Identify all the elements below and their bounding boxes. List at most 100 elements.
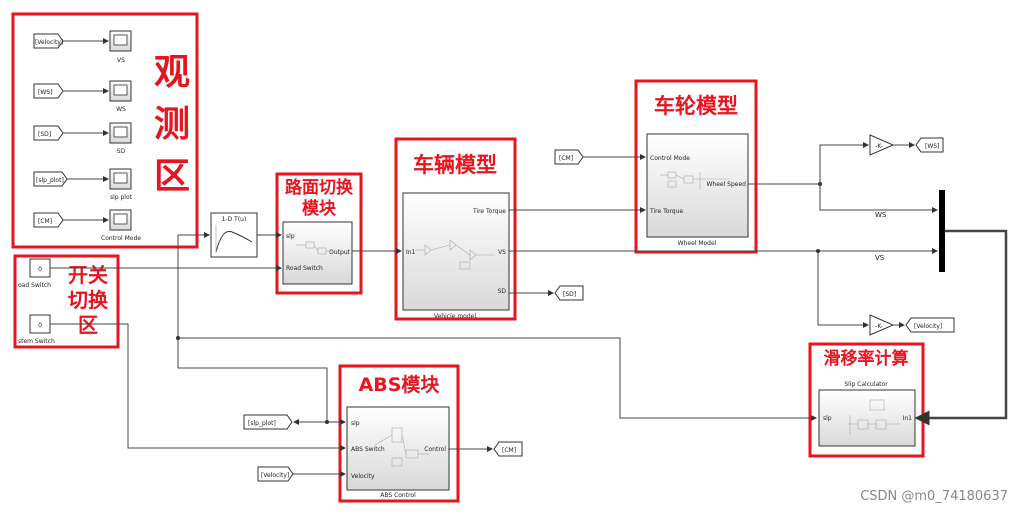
switch-annotation-3: 区 bbox=[78, 313, 98, 337]
signal-label-vs: VS bbox=[875, 254, 885, 262]
vehicle-model-area: 车辆模型 In1 Tire Torque VS SD Vehicle model bbox=[394, 137, 517, 321]
port-label: Wheel Speed bbox=[706, 181, 746, 188]
goto-velocity[interactable]: [Velocity] bbox=[905, 317, 955, 333]
scope-label: WS bbox=[116, 106, 126, 113]
wheel-annotation: 车轮模型 bbox=[654, 94, 738, 118]
from-tag-slp-plot[interactable] bbox=[33, 171, 68, 187]
scope-icon bbox=[113, 213, 128, 225]
subsystem-preview-icon bbox=[374, 427, 430, 467]
scope-icon bbox=[113, 172, 128, 184]
port-label: Control Mode bbox=[650, 155, 690, 162]
abs-control-subsystem[interactable] bbox=[346, 406, 450, 491]
road-switch-area: 路面切换 模块 slp Road Switch Output bbox=[275, 172, 363, 295]
observe-annotation-2: 测 bbox=[154, 104, 190, 145]
observe-row-velocity: [Velocity] VS bbox=[33, 30, 132, 64]
block-name: Wheel Model bbox=[678, 240, 717, 247]
port-label: In1 bbox=[903, 415, 913, 422]
observe-row-slp: [slp_plot] slp plot bbox=[33, 168, 133, 201]
mux-block[interactable] bbox=[939, 190, 945, 272]
from-cm-wheel[interactable]: [CM] bbox=[554, 149, 584, 165]
port-label: VS bbox=[498, 249, 506, 256]
abs-annotation: ABS模块 bbox=[359, 373, 441, 396]
slip-annotation: 滑移率计算 bbox=[824, 348, 909, 369]
goto-tag-label: [WS] bbox=[925, 143, 939, 150]
goto-tag-label: [SD] bbox=[563, 291, 576, 298]
scope-label: SD bbox=[117, 148, 126, 155]
port-label: Tire Torque bbox=[649, 208, 683, 215]
port-label: ABS Switch bbox=[351, 446, 385, 453]
gain-label: -K- bbox=[875, 323, 883, 330]
constant-value: 0 bbox=[38, 266, 42, 273]
goto-tag-label: [CM] bbox=[502, 447, 516, 454]
from-tag-ws[interactable] bbox=[33, 83, 64, 99]
lookup-curve-icon bbox=[215, 230, 253, 253]
gain-label: -K- bbox=[875, 143, 883, 150]
port-label: Tire Torque bbox=[472, 208, 506, 215]
signal-wires bbox=[50, 142, 1008, 477]
port-label: Velocity bbox=[351, 473, 375, 480]
from-tag-label: [CM] bbox=[559, 155, 573, 162]
subsystem-preview-icon bbox=[848, 399, 900, 435]
scope-icon bbox=[113, 126, 128, 138]
scope-label: VS bbox=[117, 57, 125, 64]
from-tag-label: [CM] bbox=[38, 218, 52, 225]
subsystem-preview-icon bbox=[660, 171, 730, 190]
observe-row-sd: [SD] SD bbox=[33, 122, 132, 155]
lookup-table-block[interactable]: 1-D T(u) bbox=[210, 212, 258, 258]
lookup-title: 1-D T(u) bbox=[222, 216, 247, 223]
slip-calculator-area: 滑移率计算 Slip Calculator slp In1 bbox=[808, 342, 925, 458]
wheel-model-subsystem[interactable] bbox=[646, 133, 749, 238]
from-slp-plot-abs[interactable]: [slp_plot] bbox=[243, 414, 293, 430]
scope-icon bbox=[113, 34, 128, 46]
vehicle-annotation: 车辆模型 bbox=[413, 153, 497, 177]
vehicle-model-subsystem[interactable] bbox=[402, 192, 510, 311]
wheel-frame bbox=[634, 79, 758, 254]
slip-block-title: Slip Calculator bbox=[844, 381, 888, 388]
abs-module-area: ABS模块 slp ABS Switch Velocity Control AB… bbox=[338, 364, 460, 503]
goto-cm[interactable]: [CM] bbox=[493, 441, 523, 457]
from-tag-cm[interactable] bbox=[33, 212, 64, 228]
road-switch-subsystem[interactable] bbox=[282, 221, 353, 285]
port-label: SD bbox=[498, 288, 507, 295]
observe-annotation-3: 区 bbox=[154, 156, 190, 197]
observe-frame bbox=[11, 12, 199, 249]
block-name: Vehicle model bbox=[434, 313, 476, 320]
from-tag-label: [slp_plot] bbox=[36, 177, 64, 184]
from-tag-label: [Velocity] bbox=[261, 472, 289, 479]
subsystem-preview-icon bbox=[415, 239, 495, 270]
constant-value: 0 bbox=[38, 322, 42, 329]
road-annotation-1: 路面切换 bbox=[285, 177, 354, 198]
from-tag-sd[interactable] bbox=[33, 125, 64, 141]
from-velocity-abs[interactable]: [Velocity] bbox=[257, 466, 294, 482]
port-label: slp bbox=[351, 420, 360, 427]
slip-frame bbox=[808, 342, 925, 458]
goto-ws[interactable]: [WS] bbox=[915, 137, 944, 153]
switch-annotation-1: 开关 bbox=[68, 263, 108, 287]
observe-row-cm: [CM] Control Mode bbox=[33, 209, 141, 242]
port-label: Control bbox=[424, 446, 446, 453]
observe-annotation-1: 观 bbox=[154, 52, 190, 93]
gain-velocity[interactable]: -K- bbox=[869, 314, 895, 336]
scope-icon bbox=[113, 84, 128, 96]
port-label: Road Switch bbox=[286, 265, 323, 272]
switch-annotation-2: 切换 bbox=[68, 288, 109, 312]
port-label: In1 bbox=[406, 249, 416, 256]
scope-label: Control Mode bbox=[101, 235, 141, 242]
watermark: CSDN @m0_74180637 bbox=[860, 489, 1008, 504]
subsystem-preview-icon bbox=[296, 241, 336, 255]
wheel-model-area: 车轮模型 Control Mode Tire Torque Wheel Spee… bbox=[634, 79, 758, 254]
vehicle-frame bbox=[394, 137, 517, 321]
road-annotation-2: 模块 bbox=[302, 198, 337, 219]
scope-label: slp plot bbox=[110, 194, 133, 201]
goto-tag-label: [Velocity] bbox=[914, 323, 942, 330]
from-tag-label: [SD] bbox=[38, 131, 51, 138]
from-tag-velocity[interactable] bbox=[33, 33, 64, 49]
block-name: ABS Control bbox=[380, 492, 416, 499]
from-tag-label: [WS] bbox=[38, 89, 52, 96]
slip-calculator-subsystem[interactable] bbox=[818, 389, 916, 447]
goto-sd[interactable]: [SD] bbox=[554, 285, 584, 301]
gain-ws[interactable]: -K- bbox=[869, 134, 895, 156]
switch-frame bbox=[13, 254, 120, 349]
from-tag-label: [slp_plot] bbox=[248, 420, 276, 427]
from-tag-label: [Velocity] bbox=[35, 39, 63, 46]
